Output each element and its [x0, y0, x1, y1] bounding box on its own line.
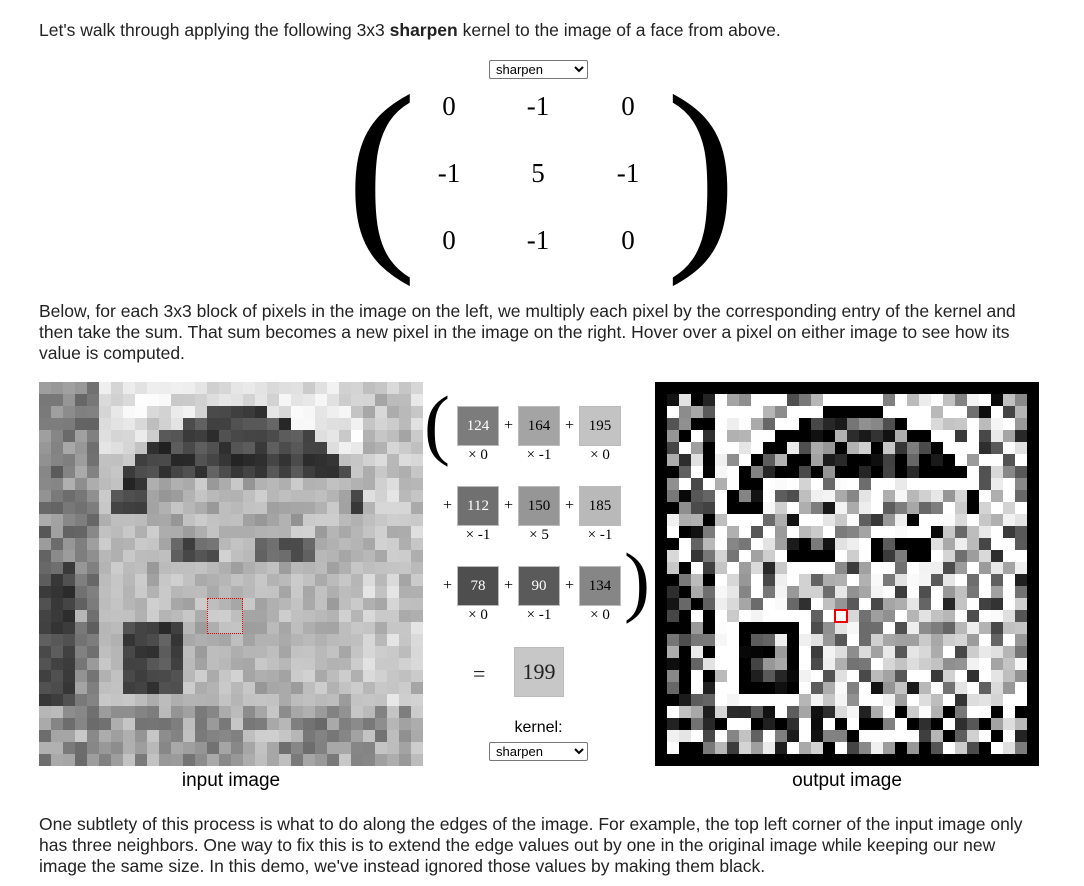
plus-sign: + — [443, 497, 453, 514]
kernel-select-bottom[interactable]: sharpen — [489, 742, 588, 761]
multiplier: × 0 — [590, 447, 610, 463]
multiplier: × 0 — [590, 607, 610, 623]
kernel-cell-1-1: 5 — [531, 158, 545, 188]
kernel-cell-0-1: -1 — [526, 91, 550, 121]
plus-sign: + — [504, 577, 514, 594]
matrix-right-paren: ) — [666, 52, 737, 287]
multiplier: × 0 — [468, 447, 488, 463]
equals-sign: = — [473, 661, 486, 686]
computation-right-paren: ) — [624, 537, 650, 624]
multiplier: × -1 — [587, 527, 613, 543]
pixel-value-box: 195 — [579, 406, 621, 446]
multiplier: × -1 — [465, 527, 491, 543]
pixel-value-box: 90 — [518, 566, 560, 606]
multiplier: × -1 — [526, 607, 552, 623]
kernel-select-top[interactable]: sharpen — [489, 60, 588, 79]
matrix-left-paren: ( — [346, 52, 417, 287]
output-image[interactable] — [655, 382, 1039, 766]
output-highlight-pixel — [834, 609, 848, 623]
pixel-value-box: 134 — [579, 566, 621, 606]
pixel-value-box: 164 — [518, 406, 560, 446]
computation-left-paren: ( — [424, 380, 450, 467]
explanation-text: Below, for each 3x3 block of pixels in t… — [39, 301, 1016, 363]
kernel-label: kernel: — [514, 719, 563, 736]
intro-text: Let's walk through applying the followin… — [39, 20, 1039, 41]
plus-sign: + — [504, 497, 514, 514]
edges-note-text: One subtlety of this process is what to … — [39, 814, 1023, 876]
kernel-cell-2-0: 0 — [442, 225, 456, 255]
result-value-box: 199 — [514, 647, 564, 697]
kernel-cell-1-2: -1 — [616, 158, 640, 188]
pixel-value-box: 112 — [457, 486, 499, 526]
intro-kernel-name: sharpen — [389, 20, 458, 40]
intro-after: kernel to the image of a face from above… — [457, 20, 781, 40]
plus-sign: + — [443, 577, 453, 594]
pixel-value-box: 150 — [518, 486, 560, 526]
kernel-cell-0-0: 0 — [442, 91, 456, 121]
kernel-cell-0-2: 0 — [621, 91, 635, 121]
plus-sign: + — [565, 417, 575, 434]
kernel-cell-2-2: 0 — [621, 225, 635, 255]
kernel-cell-2-1: -1 — [526, 225, 550, 255]
multiplier: × 5 — [529, 527, 549, 543]
intro-before: Let's walk through applying the followin… — [39, 20, 390, 40]
input-image-caption: input image — [181, 770, 281, 791]
multiplier: × 0 — [468, 607, 488, 623]
output-image-caption: output image — [792, 770, 902, 791]
pixel-value-box: 78 — [457, 566, 499, 606]
kernel-cell-1-0: -1 — [437, 158, 461, 188]
multiplier: × -1 — [526, 447, 552, 463]
plus-sign: + — [565, 577, 575, 594]
pixel-value-box: 124 — [457, 406, 499, 446]
input-image[interactable] — [39, 382, 423, 766]
plus-sign: + — [565, 497, 575, 514]
plus-sign: + — [504, 417, 514, 434]
pixel-value-box: 185 — [579, 486, 621, 526]
input-highlight-block — [207, 598, 243, 634]
